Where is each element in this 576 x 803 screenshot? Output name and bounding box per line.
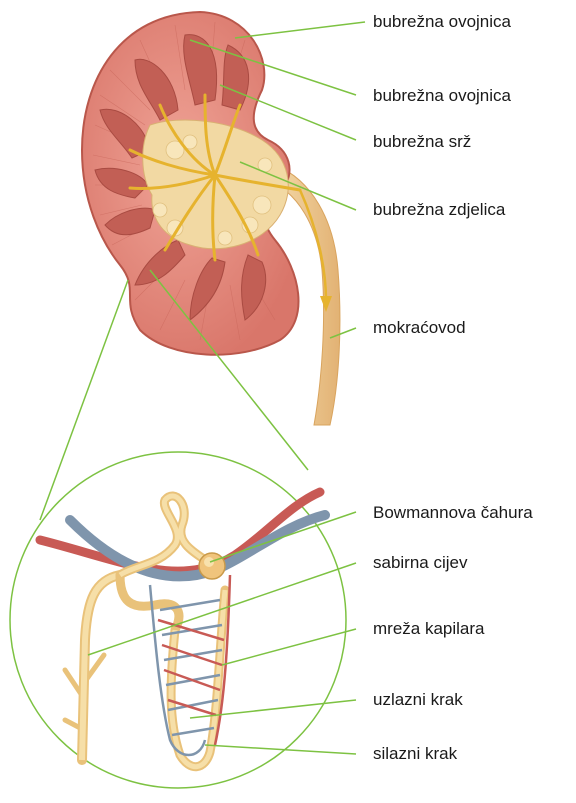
- label-bowman-capsule: Bowmannova čahura: [373, 503, 533, 523]
- label-ureter: mokraćovod: [373, 318, 466, 338]
- label-descending-limb: silazni krak: [373, 744, 457, 764]
- label-capillary-network: mreža kapilara: [373, 619, 485, 639]
- label-ascending-limb: uzlazni krak: [373, 690, 463, 710]
- label-renal-pelvis: bubrežna zdjelica: [373, 200, 505, 220]
- label-renal-capsule-1: bubrežna ovojnica: [373, 12, 511, 32]
- kidney: [82, 12, 340, 425]
- label-collecting-duct: sabirna cijev: [373, 553, 468, 573]
- label-renal-medulla: bubrežna srž: [373, 132, 471, 152]
- label-renal-capsule-2: bubrežna ovojnica: [373, 86, 511, 106]
